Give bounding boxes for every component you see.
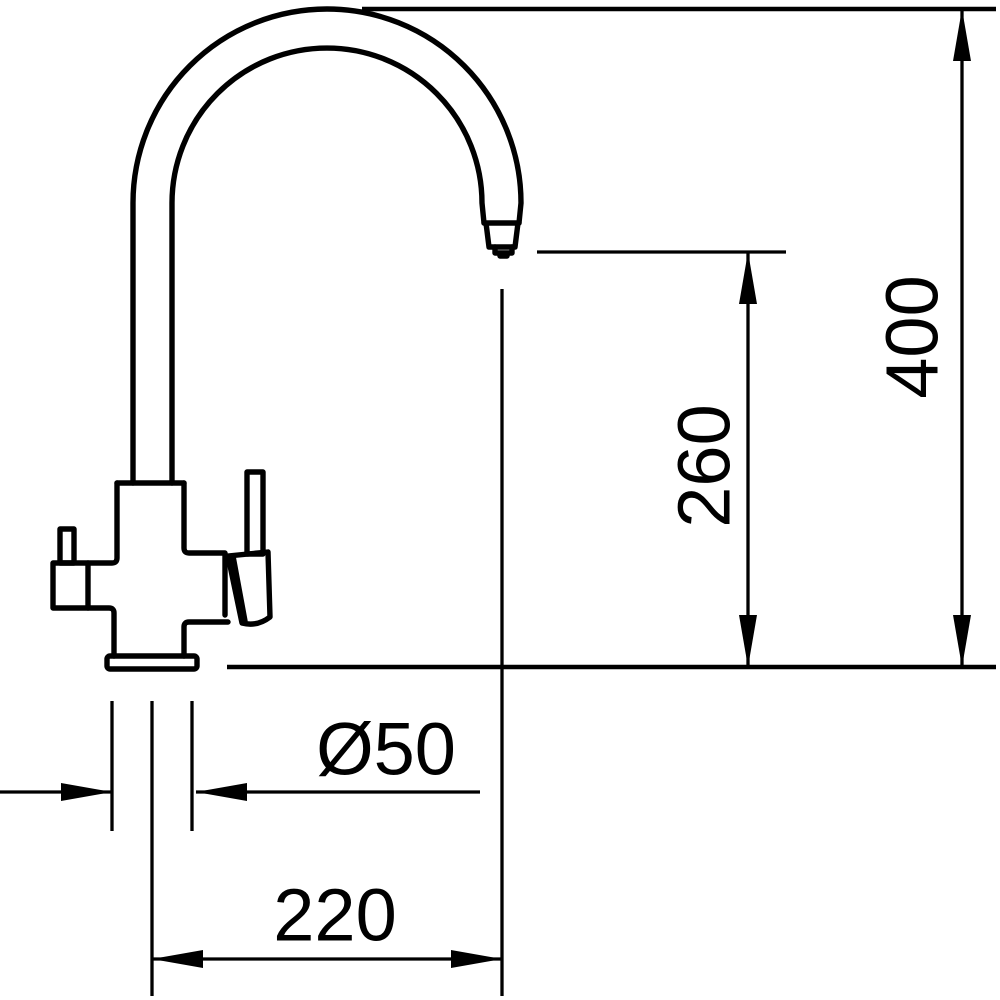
left-handle-lever bbox=[57, 526, 77, 566]
right-handle-block-edge bbox=[230, 553, 248, 624]
body-right-lower bbox=[181, 619, 231, 659]
spout-tube-outer bbox=[130, 6, 524, 486]
spout-aerator bbox=[481, 220, 522, 250]
body-right-side bbox=[181, 480, 228, 618]
dim-spout-reach-arrow-left bbox=[152, 950, 203, 968]
dim-overall-height-arrow-up bbox=[953, 9, 971, 61]
body-left-lower bbox=[85, 605, 117, 659]
spout-nozzle bbox=[492, 244, 515, 259]
right-handle-lever bbox=[244, 469, 266, 557]
base-flange bbox=[104, 653, 200, 672]
dim-overall-height-label: 400 bbox=[871, 275, 954, 398]
dim-base-diameter-label: Ø50 bbox=[316, 708, 456, 791]
dim-spout-reach-label: 220 bbox=[273, 874, 396, 957]
dim-spout-height-arrow-down bbox=[739, 615, 757, 667]
faucet-outline bbox=[50, 6, 524, 672]
left-handle-block bbox=[50, 560, 91, 611]
dim-spout-reach-arrow-right bbox=[451, 950, 502, 968]
dimension-annotations: 400 260 Ø50 220 bbox=[0, 6, 996, 996]
dim-spout-height-arrow-up bbox=[739, 252, 757, 304]
dim-overall-height-arrow-down bbox=[953, 615, 971, 667]
spout-tube-inner bbox=[169, 45, 487, 486]
right-handle-block bbox=[225, 549, 273, 627]
dim-base-diameter-arrow-right bbox=[196, 783, 247, 801]
dim-spout-height-label: 260 bbox=[663, 404, 746, 527]
body-left-side bbox=[85, 480, 120, 566]
dim-base-diameter-arrow-left bbox=[61, 783, 112, 801]
